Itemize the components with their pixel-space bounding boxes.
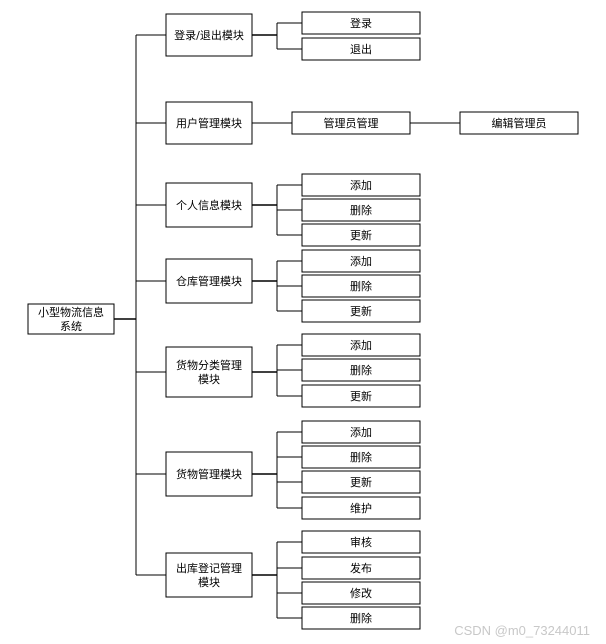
module-node-label: 个人信息模块 — [176, 198, 242, 212]
leaf-node-label: 维护 — [350, 501, 372, 515]
leaf-node-box — [301, 274, 421, 298]
leaf-node-label: 添加 — [350, 254, 372, 268]
leaf-node-box — [301, 249, 421, 273]
leaf-node: 审核 — [301, 530, 421, 554]
module-node-label: 模块 — [198, 373, 220, 386]
sub-module-node: 管理员管理 — [291, 111, 411, 135]
module-node-label: 出库登记管理 — [176, 561, 242, 575]
leaf-node-label: 添加 — [350, 338, 372, 352]
module-node-box — [165, 346, 253, 398]
leaf-node: 更新 — [301, 223, 421, 247]
leaf-node: 编辑管理员 — [459, 111, 579, 135]
leaf-node-box — [301, 299, 421, 323]
leaf-node-box — [301, 358, 421, 382]
leaf-node-label: 更新 — [350, 228, 372, 242]
leaf-node-label: 添加 — [350, 178, 372, 192]
leaf-node-box — [301, 556, 421, 580]
leaf-node-box — [301, 496, 421, 520]
leaf-node: 添加 — [301, 173, 421, 197]
leaf-node-box — [301, 11, 421, 35]
root-node-box — [27, 303, 115, 335]
leaf-node-box — [459, 111, 579, 135]
module-node-label: 货物管理模块 — [176, 467, 242, 481]
leaf-node-label: 更新 — [350, 304, 372, 318]
leaf-node-box — [301, 198, 421, 222]
module-node: 仓库管理模块 — [165, 258, 253, 304]
leaf-node-box — [301, 384, 421, 408]
leaf-node: 更新 — [301, 384, 421, 408]
module-node-box — [165, 552, 253, 598]
leaf-node-box — [301, 223, 421, 247]
module-node: 登录/退出模块 — [165, 13, 253, 57]
leaf-node-label: 审核 — [350, 535, 372, 549]
module-node-label: 货物分类管理 — [176, 358, 242, 372]
leaf-node-box — [301, 581, 421, 605]
sub-module-node-box — [291, 111, 411, 135]
leaf-node: 登录 — [301, 11, 421, 35]
leaf-node: 退出 — [301, 37, 421, 61]
leaf-node-label: 删除 — [350, 363, 372, 377]
leaf-node: 删除 — [301, 606, 421, 630]
module-node: 货物管理模块 — [165, 451, 253, 497]
sub-module-node-label: 管理员管理 — [324, 116, 379, 130]
module-node-box — [165, 451, 253, 497]
module-node-box — [165, 258, 253, 304]
leaf-node-label: 添加 — [350, 425, 372, 439]
leaf-node: 删除 — [301, 274, 421, 298]
module-node-label: 登录/退出模块 — [174, 28, 244, 42]
watermark: CSDN @m0_73244011 — [454, 623, 590, 638]
module-node-box — [165, 182, 253, 228]
module-node-label: 用户管理模块 — [176, 116, 242, 130]
leaf-node-label: 删除 — [350, 279, 372, 293]
module-node-label: 模块 — [198, 576, 220, 589]
leaf-node-label: 删除 — [350, 203, 372, 217]
leaf-node-label: 删除 — [350, 450, 372, 464]
leaf-node: 删除 — [301, 198, 421, 222]
leaf-node: 添加 — [301, 249, 421, 273]
leaf-node-label: 更新 — [350, 475, 372, 489]
module-node-box — [165, 13, 253, 57]
module-node-box — [165, 101, 253, 145]
leaf-node: 删除 — [301, 358, 421, 382]
leaf-node: 添加 — [301, 333, 421, 357]
leaf-node-box — [301, 606, 421, 630]
leaf-node: 添加 — [301, 420, 421, 444]
module-node: 个人信息模块 — [165, 182, 253, 228]
leaf-node-label: 编辑管理员 — [492, 116, 547, 130]
root-node-label: 系统 — [60, 320, 82, 333]
leaf-node-label: 退出 — [350, 42, 372, 56]
leaf-node-label: 更新 — [350, 389, 372, 403]
leaf-node: 更新 — [301, 299, 421, 323]
root-node-label: 小型物流信息 — [38, 305, 104, 319]
connector-lines — [114, 22, 460, 619]
leaf-node-box — [301, 470, 421, 494]
leaf-node: 修改 — [301, 581, 421, 605]
leaf-node-label: 登录 — [350, 16, 372, 30]
module-node: 用户管理模块 — [165, 101, 253, 145]
leaf-node: 更新 — [301, 470, 421, 494]
leaf-node-box — [301, 333, 421, 357]
leaf-node: 发布 — [301, 556, 421, 580]
leaf-node-box — [301, 37, 421, 61]
leaf-node-box — [301, 530, 421, 554]
module-node-label: 仓库管理模块 — [176, 274, 242, 288]
leaf-node-box — [301, 420, 421, 444]
leaf-node-box — [301, 445, 421, 469]
leaf-node-box — [301, 173, 421, 197]
leaf-node-label: 发布 — [350, 561, 372, 575]
leaf-node-label: 删除 — [350, 611, 372, 625]
leaf-node-label: 修改 — [350, 586, 372, 600]
leaf-node: 维护 — [301, 496, 421, 520]
leaf-node: 删除 — [301, 445, 421, 469]
